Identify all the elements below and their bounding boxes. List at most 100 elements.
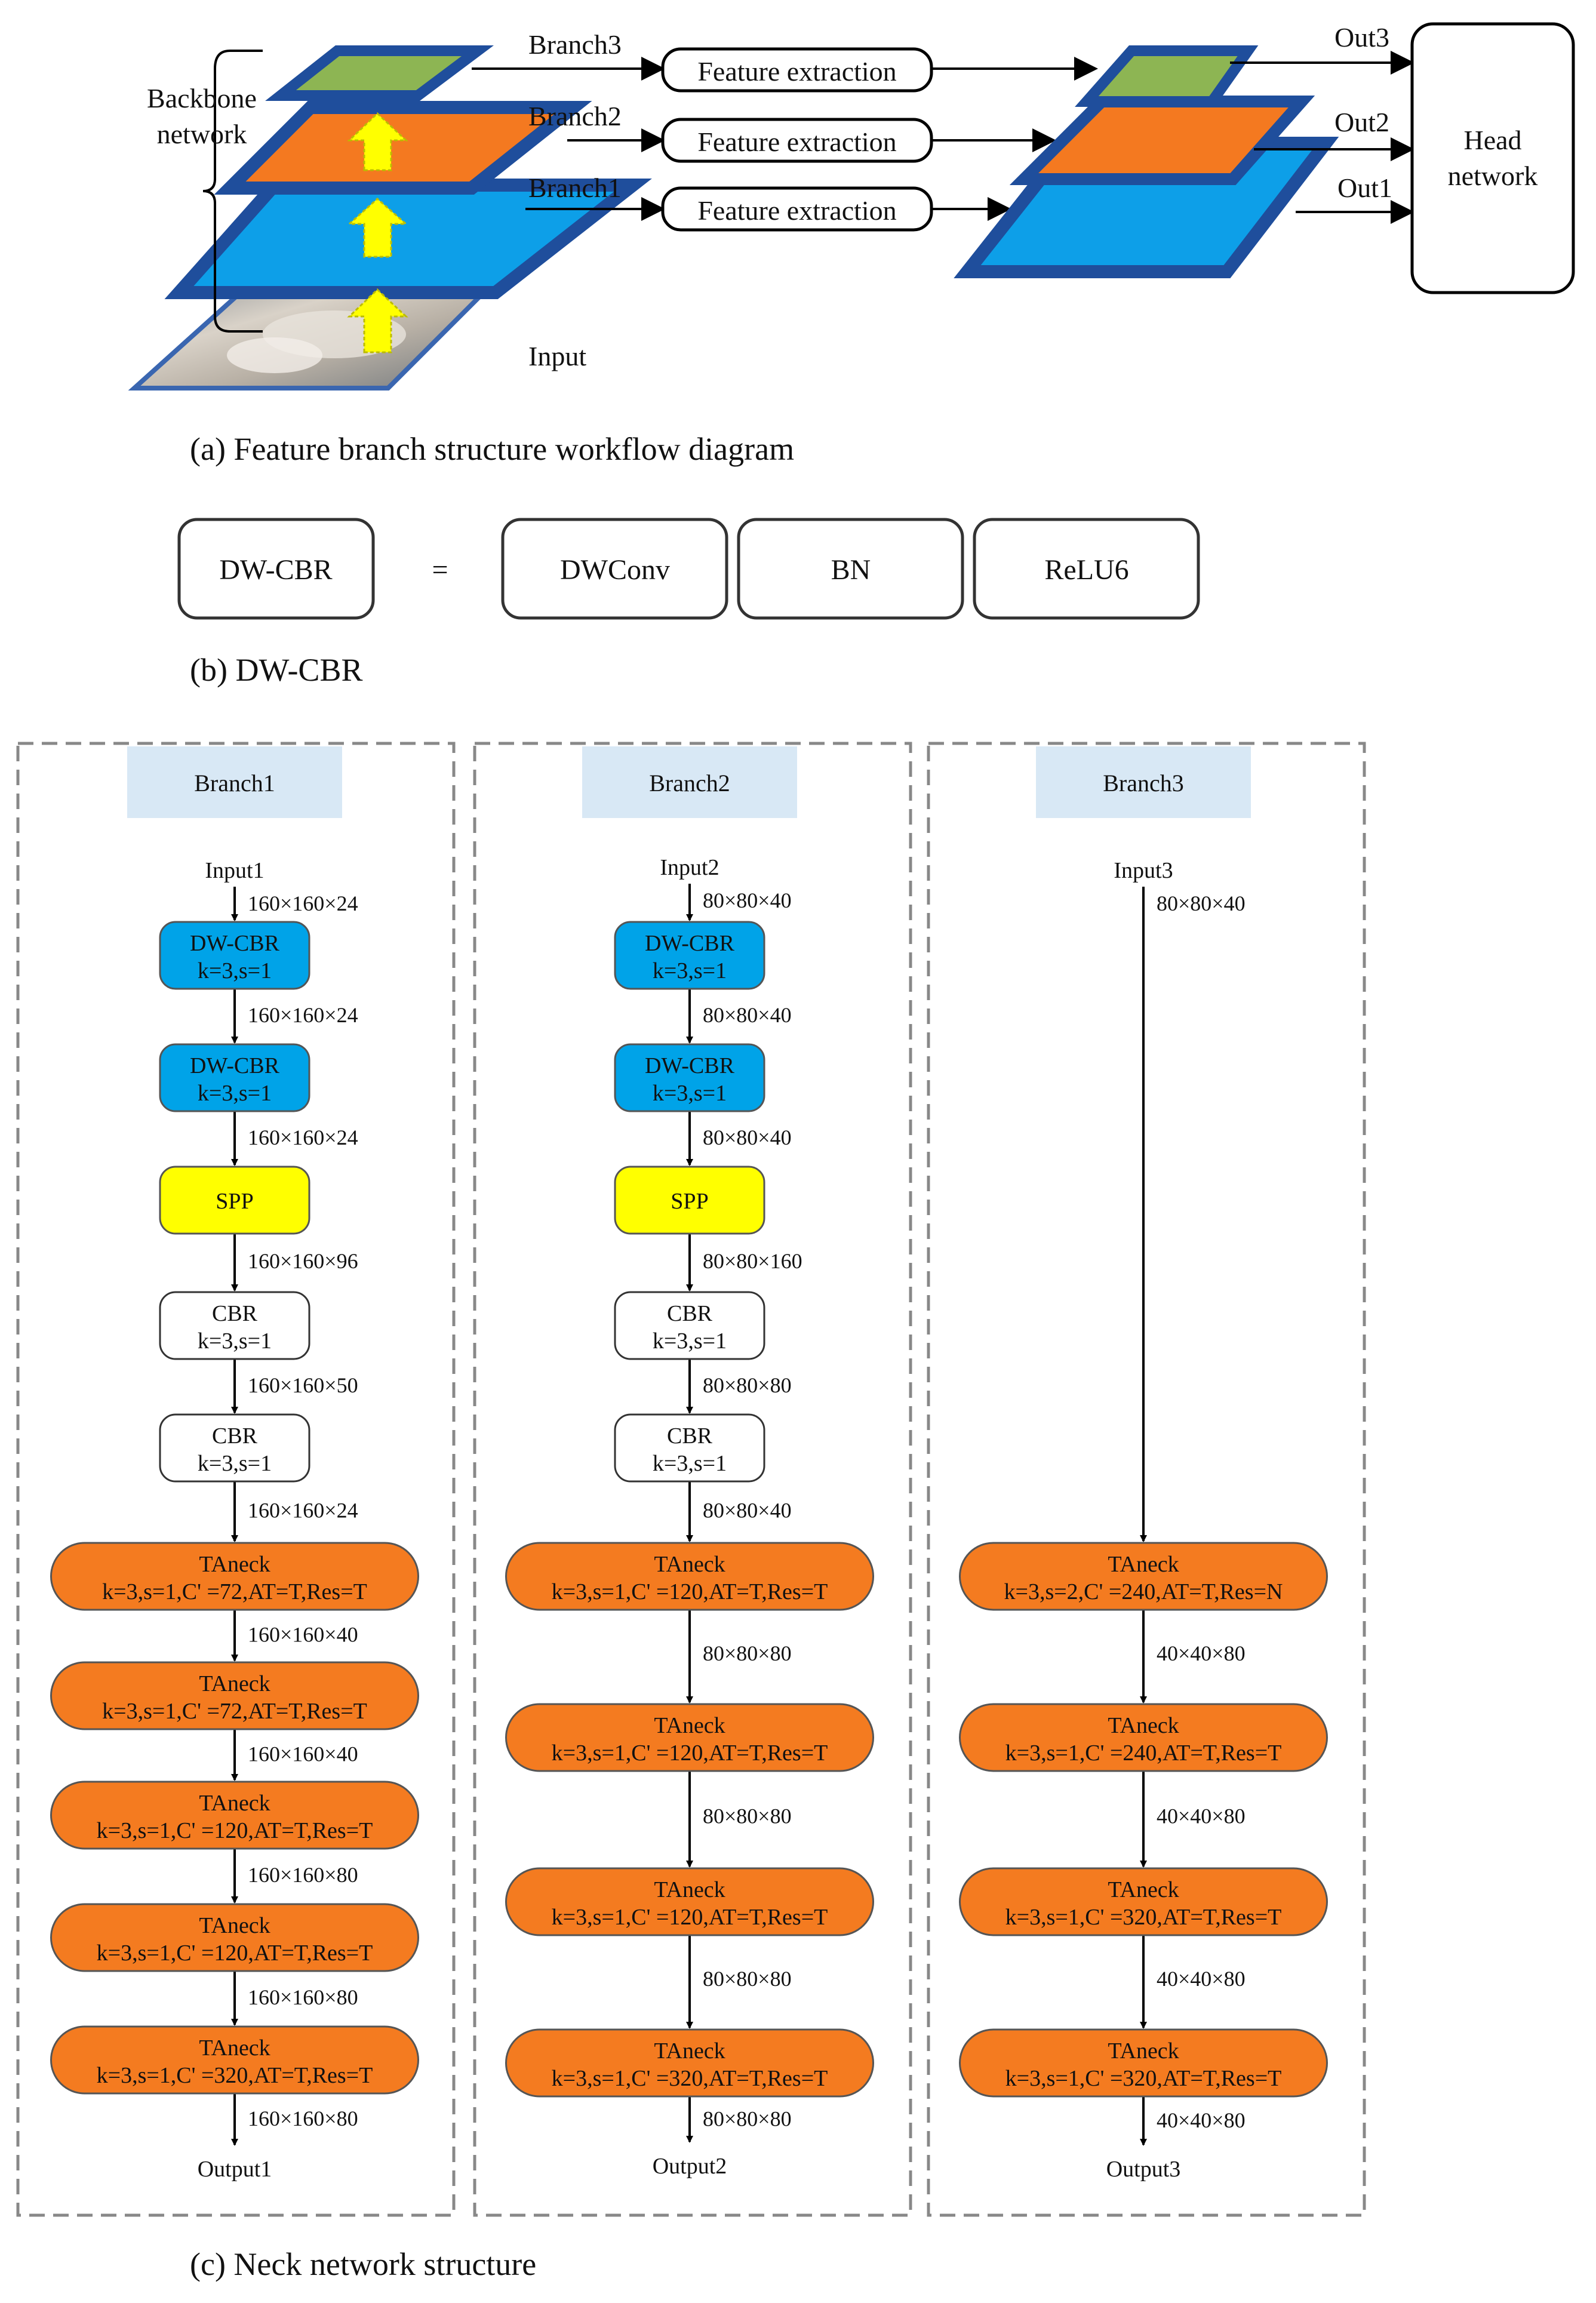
block-params: k=3,s=1,C' =120,AT=T,Res=T bbox=[552, 1741, 828, 1766]
tensor-dim-label: 40×40×80 bbox=[1157, 2108, 1246, 2132]
block-params: k=3,s=1,C' =320,AT=T,Res=T bbox=[1005, 2066, 1282, 2091]
block-shape bbox=[614, 1291, 765, 1360]
svg-text:Feature extraction: Feature extraction bbox=[697, 127, 896, 157]
out-layer-2 bbox=[1009, 96, 1315, 185]
out3-label: Out3 bbox=[1334, 22, 1389, 53]
head-label-line2: network bbox=[1448, 161, 1538, 191]
block-shape bbox=[959, 1867, 1328, 1936]
tensor-dim-label: 160×160×80 bbox=[248, 2107, 358, 2130]
block-params: k=3,s=1,C' =120,AT=T,Res=T bbox=[97, 1941, 373, 1966]
tensor-dim-label: 160×160×40 bbox=[248, 1623, 358, 1647]
out-layer-3 bbox=[1075, 45, 1259, 107]
cbr-block: CBR k=3,s=1 bbox=[614, 1291, 765, 1360]
tensor-dim-label: 80×80×40 bbox=[703, 1126, 792, 1149]
block-params: k=3,s=1 bbox=[198, 1329, 272, 1354]
tensor-dim-label: 80×80×80 bbox=[703, 1641, 792, 1665]
feature-extraction-box-3: Feature extraction bbox=[661, 47, 933, 93]
block-shape bbox=[159, 1291, 310, 1360]
block-title: CBR bbox=[667, 1301, 713, 1326]
head-network-box: Head network bbox=[1410, 22, 1575, 294]
branch-output-label: Output1 bbox=[198, 2157, 272, 2182]
neck-branch-2: Branch2Input280×80×4080×80×4080×80×4080×… bbox=[473, 742, 912, 2217]
tensor-dim-label: 80×80×80 bbox=[703, 1373, 792, 1397]
head-label-line1: Head bbox=[1463, 125, 1521, 155]
tensor-dim-label: 40×40×80 bbox=[1157, 1641, 1246, 1665]
block-shape bbox=[159, 1043, 310, 1112]
block-params: k=3,s=1 bbox=[198, 1081, 272, 1106]
block-shape bbox=[159, 921, 310, 990]
backbone-layer-3 bbox=[265, 45, 494, 101]
tensor-dim-label: 40×40×80 bbox=[1157, 1967, 1246, 1991]
branch-frame bbox=[473, 742, 912, 2217]
branch-output-label: Output2 bbox=[653, 2154, 727, 2179]
svg-text:DW-CBR: DW-CBR bbox=[219, 554, 332, 586]
branch-input-label: Input1 bbox=[205, 858, 264, 883]
branch-output-label: Output3 bbox=[1106, 2157, 1181, 2182]
tensor-dim-label: 80×80×80 bbox=[703, 1967, 792, 1991]
block-title: TAneck bbox=[1108, 2038, 1179, 2064]
block-title: DW-CBR bbox=[190, 931, 280, 956]
branch1-label: Branch1 bbox=[528, 173, 622, 203]
spp-block: SPP bbox=[159, 1166, 310, 1235]
svg-text:ReLU6: ReLU6 bbox=[1044, 554, 1128, 586]
block-title: TAneck bbox=[654, 1552, 725, 1577]
block-title: DW-CBR bbox=[645, 1053, 735, 1078]
tensor-dim-label: 160×160×24 bbox=[248, 1498, 358, 1522]
svg-text:Feature extraction: Feature extraction bbox=[697, 56, 896, 87]
part-b-dwcbr: DW-CBR = DWConv BN ReLU6 (b) DW-CBR bbox=[177, 518, 1200, 688]
block-params: k=3,s=1 bbox=[653, 1451, 727, 1476]
branch-input-label: Input2 bbox=[660, 855, 719, 880]
branch-header-bg bbox=[127, 746, 342, 818]
tensor-dim-label: 80×80×40 bbox=[1157, 891, 1246, 915]
block-title: TAneck bbox=[199, 1552, 270, 1577]
block-title: TAneck bbox=[199, 2036, 270, 2061]
block-title: SPP bbox=[671, 1189, 708, 1214]
branch-frame bbox=[16, 742, 456, 2217]
block-title: CBR bbox=[212, 1423, 258, 1449]
dwconv-box: DWConv bbox=[501, 518, 728, 620]
branch-frame bbox=[927, 742, 1366, 2217]
block-shape bbox=[614, 1166, 765, 1235]
block-params: k=3,s=1,C' =120,AT=T,Res=T bbox=[552, 1905, 828, 1930]
caption-c: (c) Neck network structure bbox=[190, 2246, 536, 2282]
block-params: k=3,s=1,C' =320,AT=T,Res=T bbox=[552, 2066, 828, 2091]
block-title: DW-CBR bbox=[645, 931, 735, 956]
neck-branch-1: Branch1Input1160×160×24160×160×24160×160… bbox=[16, 742, 456, 2217]
block-shape bbox=[505, 1542, 874, 1611]
block-title: TAneck bbox=[1108, 1877, 1179, 1902]
up-arrow-icon-1 bbox=[347, 288, 408, 353]
block-shape bbox=[50, 1661, 419, 1730]
block-shape bbox=[614, 1413, 765, 1483]
block-title: TAneck bbox=[654, 2038, 725, 2064]
tensor-dim-label: 80×80×40 bbox=[703, 888, 792, 912]
branch-header: Branch2 bbox=[649, 770, 730, 797]
tensor-dim-label: 160×160×40 bbox=[248, 1742, 358, 1766]
backbone-layer-1 bbox=[164, 179, 652, 299]
input-image-layer bbox=[128, 278, 502, 391]
feature-extraction-box-2: Feature extraction bbox=[661, 118, 933, 163]
block-title: TAneck bbox=[1108, 1713, 1179, 1738]
block-params: k=3,s=1,C' =320,AT=T,Res=T bbox=[1005, 1905, 1282, 1930]
tensor-dim-label: 160×160×80 bbox=[248, 1863, 358, 1887]
block-params: k=3,s=1,C' =72,AT=T,Res=T bbox=[102, 1579, 367, 1604]
out1-label: Out1 bbox=[1337, 173, 1392, 203]
block-shape bbox=[614, 921, 765, 990]
block-params: k=3,s=1,C' =72,AT=T,Res=T bbox=[102, 1699, 367, 1724]
block-params: k=3,s=1 bbox=[653, 1329, 727, 1354]
tensor-dim-label: 80×80×160 bbox=[703, 1249, 802, 1273]
block-params: k=3,s=1 bbox=[653, 1081, 727, 1106]
up-arrow-icon-2 bbox=[347, 197, 408, 258]
input-label: Input bbox=[528, 341, 586, 371]
block-shape bbox=[505, 1703, 874, 1772]
block-params: k=3,s=1 bbox=[198, 1451, 272, 1476]
